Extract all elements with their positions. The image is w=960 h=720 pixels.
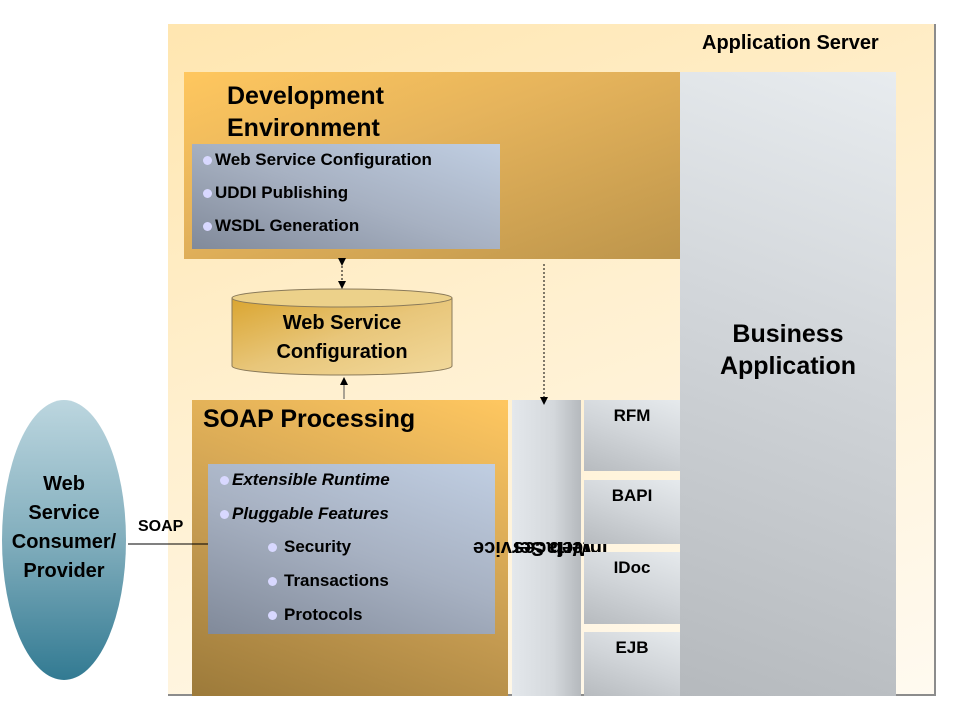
sub-list-item: Security (268, 537, 351, 557)
sub-list-item: Protocols (268, 605, 362, 625)
config-database-icon (231, 288, 453, 376)
consumer-ellipse (2, 400, 126, 680)
business-application-box (680, 72, 896, 696)
development-environment-title: Development Environment (227, 80, 384, 144)
list-item: Pluggable Features (220, 504, 389, 524)
dev-title-line1: Development (227, 82, 384, 110)
config-store-label: Web Service Configuration (276, 312, 408, 363)
consumer-label: Web Service Consumer/ Provider (11, 473, 117, 582)
bullet-icon (268, 576, 277, 586)
interface-rfm: RFM (584, 400, 680, 471)
interface-bapi: BAPI (584, 480, 680, 544)
web-service-interfaces-box (512, 400, 581, 696)
bullet-icon (220, 509, 229, 519)
soap-processing-title: SOAP Processing (203, 405, 416, 433)
soap-features-list: Extensible Runtime Pluggable Features Se… (208, 464, 495, 634)
soap-connection-label: SOAP (138, 518, 184, 535)
list-item: Extensible Runtime (220, 470, 390, 490)
bullet-icon (268, 610, 277, 620)
bullet-icon (203, 188, 212, 198)
list-item: UDDI Publishing (203, 183, 348, 203)
interface-idoc: IDoc (584, 552, 680, 624)
bullet-icon (203, 221, 212, 231)
sub-list-item: Transactions (268, 571, 389, 591)
business-application-label: Business Application (719, 320, 857, 380)
interface-ejb: EJB (584, 632, 680, 696)
bullet-icon (203, 155, 212, 165)
application-server-label: Application Server (702, 32, 879, 54)
bullet-icon (220, 475, 229, 485)
dev-title-line2: Environment (227, 114, 380, 142)
development-features-list: Web Service Configuration UDDI Publishin… (192, 144, 500, 249)
list-item: WSDL Generation (203, 216, 359, 236)
list-item: Web Service Configuration (203, 150, 432, 170)
bullet-icon (268, 542, 277, 552)
